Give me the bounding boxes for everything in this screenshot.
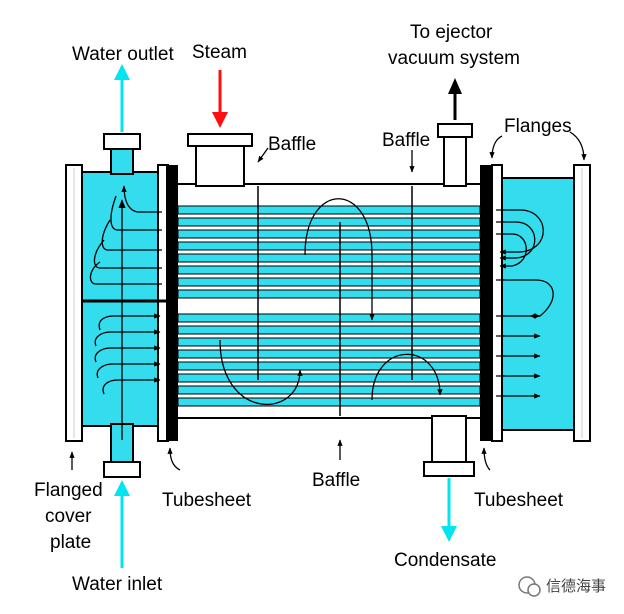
label-tubesheet-left: Tubesheet bbox=[162, 490, 252, 511]
tube bbox=[177, 229, 481, 239]
label-flanged-cover-plate-2: cover bbox=[45, 506, 92, 527]
watermark: 信德海事 bbox=[518, 576, 606, 597]
tube bbox=[177, 217, 481, 227]
tube bbox=[177, 385, 481, 395]
steam-inlet-arrow bbox=[212, 70, 228, 128]
tube bbox=[177, 241, 481, 251]
condensate-arrow bbox=[441, 478, 457, 542]
label-ejector-line2: vacuum system bbox=[388, 48, 520, 69]
tube bbox=[177, 397, 481, 407]
water-inlet-arrow bbox=[114, 480, 130, 568]
right-tubesheet bbox=[480, 165, 492, 441]
right-water-head bbox=[491, 177, 577, 431]
label-ejector-line1: To ejector bbox=[410, 22, 493, 43]
tube bbox=[177, 373, 481, 383]
tube bbox=[177, 349, 481, 359]
label-water-outlet: Water outlet bbox=[72, 44, 174, 65]
tube bbox=[177, 289, 481, 299]
left-head-flow-arrows bbox=[89, 185, 162, 440]
steam-inlet-nozzle bbox=[195, 143, 245, 187]
label-flanges: Flanges bbox=[504, 116, 572, 137]
watermark-text: 信德海事 bbox=[546, 577, 606, 595]
label-baffle-bottom: Baffle bbox=[312, 470, 360, 491]
tube bbox=[177, 277, 481, 287]
left-water-head bbox=[79, 171, 169, 427]
label-water-inlet: Water inlet bbox=[72, 574, 163, 595]
right-channel-flange bbox=[491, 164, 503, 442]
label-baffle-top-right: Baffle bbox=[382, 130, 430, 151]
steam-flow-paths bbox=[219, 198, 443, 405]
label-tubesheet-right: Tubesheet bbox=[474, 490, 564, 511]
label-steam: Steam bbox=[192, 42, 247, 63]
tube bbox=[177, 337, 481, 347]
label-baffle-top-left: Baffle bbox=[268, 134, 316, 155]
tube bbox=[177, 313, 481, 323]
tube bbox=[177, 325, 481, 335]
tube bbox=[177, 205, 481, 215]
water-outlet-nozzle bbox=[110, 147, 134, 175]
tube bbox=[177, 253, 481, 263]
left-tubesheet bbox=[166, 165, 178, 441]
tube bbox=[177, 265, 481, 275]
label-flanged-cover-plate-3: plate bbox=[50, 532, 91, 553]
ejector-vent-nozzle bbox=[443, 136, 467, 187]
label-pointers bbox=[69, 131, 587, 471]
right-head-flow-arrows bbox=[496, 209, 554, 399]
water-outlet-arrow bbox=[114, 64, 130, 132]
condensate-nozzle bbox=[431, 415, 467, 465]
label-flanged-cover-plate-1: Flanged bbox=[34, 480, 103, 501]
ejector-vent-arrow bbox=[448, 78, 462, 120]
label-condensate: Condensate bbox=[394, 550, 496, 571]
